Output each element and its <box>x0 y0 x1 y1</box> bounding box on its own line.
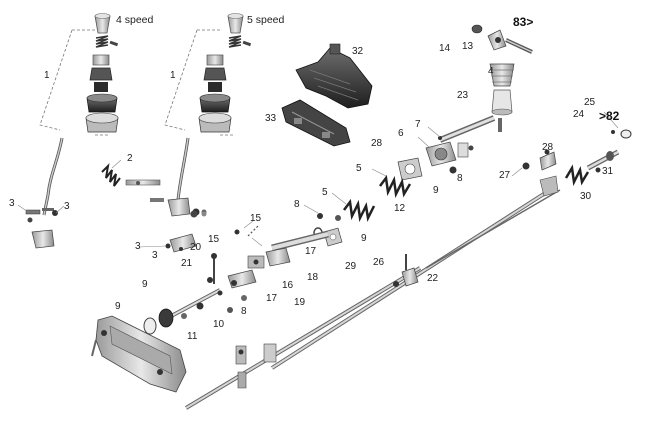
callout-7: 7 <box>415 119 421 130</box>
callout-13: 13 <box>462 41 474 52</box>
callout-32: 32 <box>352 46 364 57</box>
callout-17: 17 <box>305 246 317 257</box>
cross-shaft-assembly <box>143 288 221 335</box>
callout-9: 9 <box>361 233 367 244</box>
callout-31: 31 <box>602 166 614 177</box>
long-shift-rods <box>184 188 561 410</box>
callout-33: 33 <box>265 113 277 124</box>
callout-4: 4 <box>488 66 494 77</box>
five-speed-lever-assembly <box>150 13 252 217</box>
callout-11: 11 <box>187 331 198 342</box>
callout-28: 28 <box>371 138 383 149</box>
heading-five-speed: 5 speed <box>247 14 285 26</box>
callout-27: 27 <box>499 170 511 181</box>
callout-8: 8 <box>457 173 463 184</box>
leader-lines <box>17 111 619 248</box>
callout-23: 23 <box>457 90 469 101</box>
callout-3: 3 <box>135 241 141 252</box>
reference-83: 83> <box>513 15 534 29</box>
mounting-plate-assembly <box>397 136 474 181</box>
callout-10: 10 <box>213 319 225 330</box>
gear-boot-frame-33 <box>281 99 351 147</box>
callout-29: 29 <box>345 261 357 272</box>
callout-22: 22 <box>427 273 439 284</box>
heading-four-speed: 4 speed <box>116 14 154 26</box>
callout-24: 24 <box>573 109 585 120</box>
selector-bracket-20 <box>165 233 197 253</box>
callout-3: 3 <box>9 198 15 209</box>
callout-1: 1 <box>44 70 50 81</box>
callout-5: 5 <box>356 163 362 174</box>
callout-15: 15 <box>208 234 220 245</box>
gear-boot-32 <box>295 43 373 109</box>
callout-26: 26 <box>373 257 385 268</box>
callout-9: 9 <box>433 185 439 196</box>
callout-16: 16 <box>282 280 294 291</box>
callout-20: 20 <box>190 242 202 253</box>
spring-pin-2 <box>101 163 161 187</box>
callout-1: 1 <box>170 70 176 81</box>
callout-25: 25 <box>584 97 596 108</box>
reference-82: >82 <box>599 109 620 123</box>
callout-12: 12 <box>394 203 406 214</box>
callout-30: 30 <box>580 191 592 202</box>
upper-linkage-assembly <box>438 24 533 143</box>
callout-2: 2 <box>127 153 133 164</box>
callout-19: 19 <box>294 297 306 308</box>
misc-fasteners <box>190 210 233 313</box>
callout-9: 9 <box>115 301 121 312</box>
callout-21: 21 <box>181 258 193 269</box>
callout-6: 6 <box>398 128 404 139</box>
callout-14: 14 <box>439 43 451 54</box>
callout-28: 28 <box>542 142 554 153</box>
callout-3: 3 <box>64 201 70 212</box>
middle-shaft-assembly <box>211 225 329 301</box>
callout-5: 5 <box>322 187 328 198</box>
callout-9: 9 <box>142 279 148 290</box>
callout-18: 18 <box>307 272 319 283</box>
right-linkage-assembly <box>522 129 632 197</box>
callout-8: 8 <box>294 199 300 210</box>
four-speed-lever-assembly <box>25 13 119 249</box>
housing-bracket <box>91 315 187 393</box>
callout-17: 17 <box>266 293 278 304</box>
callout-3: 3 <box>152 250 158 261</box>
callout-15: 15 <box>250 213 262 224</box>
callout-8: 8 <box>241 306 247 317</box>
